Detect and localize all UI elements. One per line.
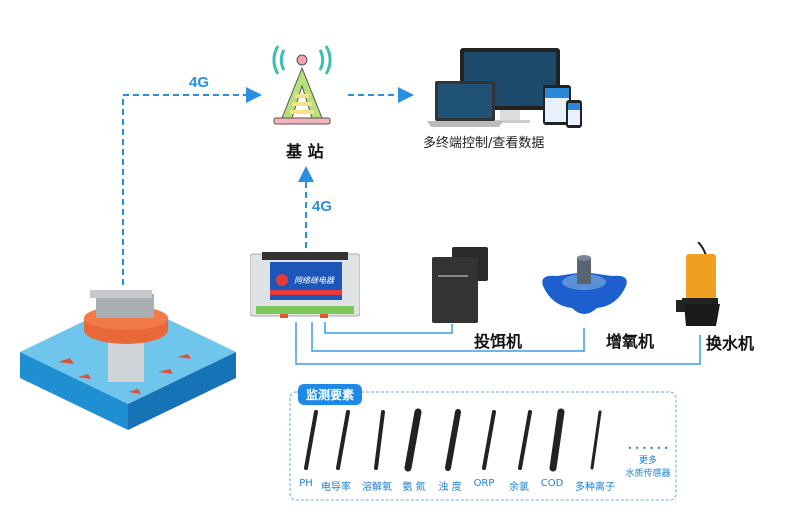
sensor-probes <box>298 408 618 476</box>
more-line1: 更多 <box>638 456 657 466</box>
device-label-aerator: 增氧机 <box>606 332 655 351</box>
sensor-probe-icons <box>304 408 602 472</box>
cell-tower-icon <box>262 42 342 130</box>
sensor-label: 浊 度 <box>438 482 462 493</box>
sensor-label: 溶解氧 <box>362 482 392 493</box>
more-dots: • • • • • • <box>627 444 669 453</box>
device-label-feeder: 投饵机 <box>474 332 523 351</box>
feeder-icon <box>430 247 490 325</box>
relay-to-pump-line <box>295 322 701 365</box>
sensor-label: 余氯 <box>509 482 529 493</box>
relay-to-feeder-line <box>324 322 453 334</box>
link-label-4g-top: 4G <box>189 74 210 91</box>
sensor-label: COD <box>540 478 564 489</box>
relay-title: 网络继电器 <box>294 276 335 285</box>
sensor-label: 电导率 <box>321 482 351 493</box>
sensor-label: 多种离子 <box>575 482 615 493</box>
aerator-icon <box>537 248 632 320</box>
link-label-4g-vertical: 4G <box>312 198 333 215</box>
more-line2: 水质传感器 <box>625 469 671 479</box>
network-relay-icon: 网络继电器 <box>250 250 360 322</box>
monitor-box <box>289 391 677 501</box>
more-sensors: • • • • • • 更多 水质传感器 <box>618 444 678 479</box>
terminals-label: 多终端控制/查看数据 <box>423 136 545 151</box>
water-pump-icon <box>676 242 726 328</box>
relay-to-aerator-line <box>311 322 585 352</box>
sensor-label: ORP <box>473 478 495 489</box>
sensor-label: 氨 氮 <box>402 482 426 493</box>
buoy-to-station-link <box>122 87 262 285</box>
monitoring-buoy-pond-icon <box>18 282 238 432</box>
sensor-label: PH <box>299 478 313 489</box>
multi-device-icon <box>415 45 595 130</box>
device-label-pump: 换水机 <box>706 334 755 353</box>
monitor-title-badge: 监测要素 <box>298 384 363 405</box>
base-station-label: 基 站 <box>286 142 324 161</box>
